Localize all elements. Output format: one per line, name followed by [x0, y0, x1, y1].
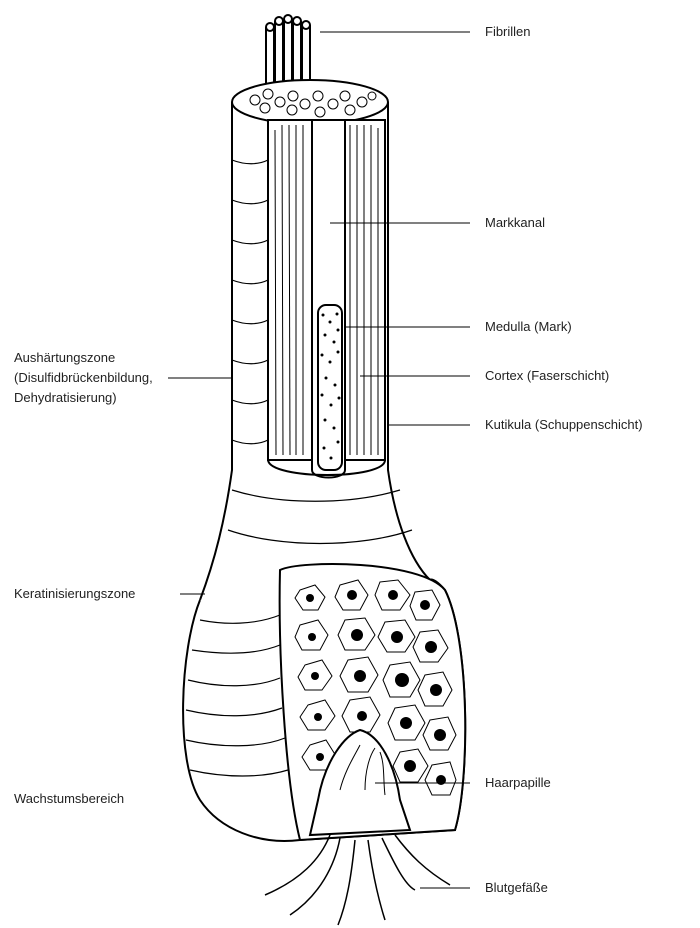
label-markkanal: Markkanal	[485, 213, 545, 233]
label-wachstumsbereich: Wachstumsbereich	[14, 789, 124, 809]
label-haarpapille: Haarpapille	[485, 773, 551, 793]
shaft-outer-right	[388, 102, 430, 580]
hair-illustration	[183, 15, 465, 925]
blood-vessels	[265, 835, 450, 925]
label-kutikula: Kutikula (Schuppenschicht)	[485, 415, 643, 435]
shaft-outer-left	[200, 102, 232, 600]
label-medulla: Medulla (Mark)	[485, 317, 572, 337]
label-fibrillen: Fibrillen	[485, 22, 531, 42]
label-cortex: Cortex (Faserschicht)	[485, 366, 609, 386]
label-aushaertungszone: Aushärtungszone (Disulfidbrückenbildung,…	[14, 348, 194, 408]
label-aushaertung-line3: Dehydratisierung)	[14, 388, 194, 408]
label-aushaertung-line1: Aushärtungszone	[14, 348, 194, 368]
label-blutgefaesse: Blutgefäße	[485, 878, 548, 898]
label-keratinisierungszone: Keratinisierungszone	[14, 584, 135, 604]
label-aushaertung-line2: (Disulfidbrückenbildung,	[14, 368, 194, 388]
